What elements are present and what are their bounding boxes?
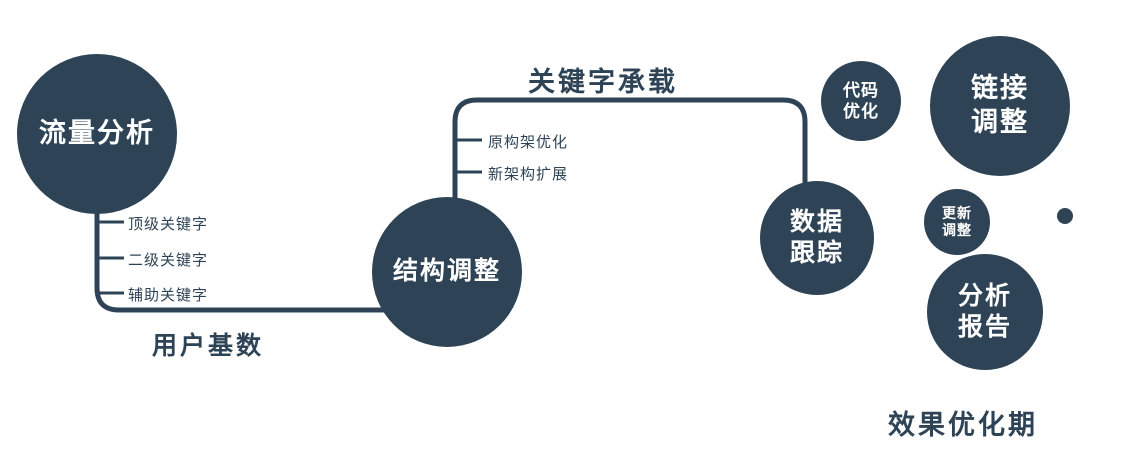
- node-analysis-report: 分析 报告: [927, 254, 1043, 370]
- edge-label-keyword-carry: 关键字承载: [528, 67, 678, 97]
- node-structure-adjust: 结构调整: [372, 197, 522, 347]
- caption-effect-optimization: 效果优化期: [888, 410, 1038, 440]
- node-code-optimization-label: 代码 优化: [843, 80, 879, 121]
- tick-label-auxiliary-keywords: 辅助关键字: [128, 287, 209, 304]
- small-dot: [1057, 208, 1073, 224]
- node-traffic-analysis-label: 流量分析: [39, 118, 155, 149]
- node-analysis-report-label: 分析 报告: [957, 281, 1012, 341]
- connector-keyword-carry: [452, 97, 808, 215]
- node-code-optimization: 代码 优化: [821, 61, 901, 141]
- tick-label-secondary-keywords: 二级关键字: [128, 252, 209, 269]
- node-link-adjust: 链接 调整: [930, 36, 1070, 176]
- node-data-tracking-label: 数据 跟踪: [789, 207, 844, 267]
- connector-user-base: [94, 190, 430, 313]
- tick-label-original-framework: 原构架优化: [488, 134, 569, 151]
- tick-label-new-framework: 新架构扩展: [488, 166, 569, 183]
- node-update-adjust-label: 更新 调整: [942, 204, 972, 239]
- node-data-tracking: 数据 跟踪: [760, 181, 874, 295]
- node-link-adjust-label: 链接 调整: [971, 73, 1029, 137]
- edge-label-user-base: 用户基数: [152, 332, 265, 360]
- tick-label-top-keywords: 顶级关键字: [128, 216, 209, 233]
- node-structure-adjust-label: 结构调整: [392, 257, 501, 286]
- node-traffic-analysis: 流量分析: [17, 54, 177, 214]
- node-update-adjust: 更新 调整: [924, 189, 990, 255]
